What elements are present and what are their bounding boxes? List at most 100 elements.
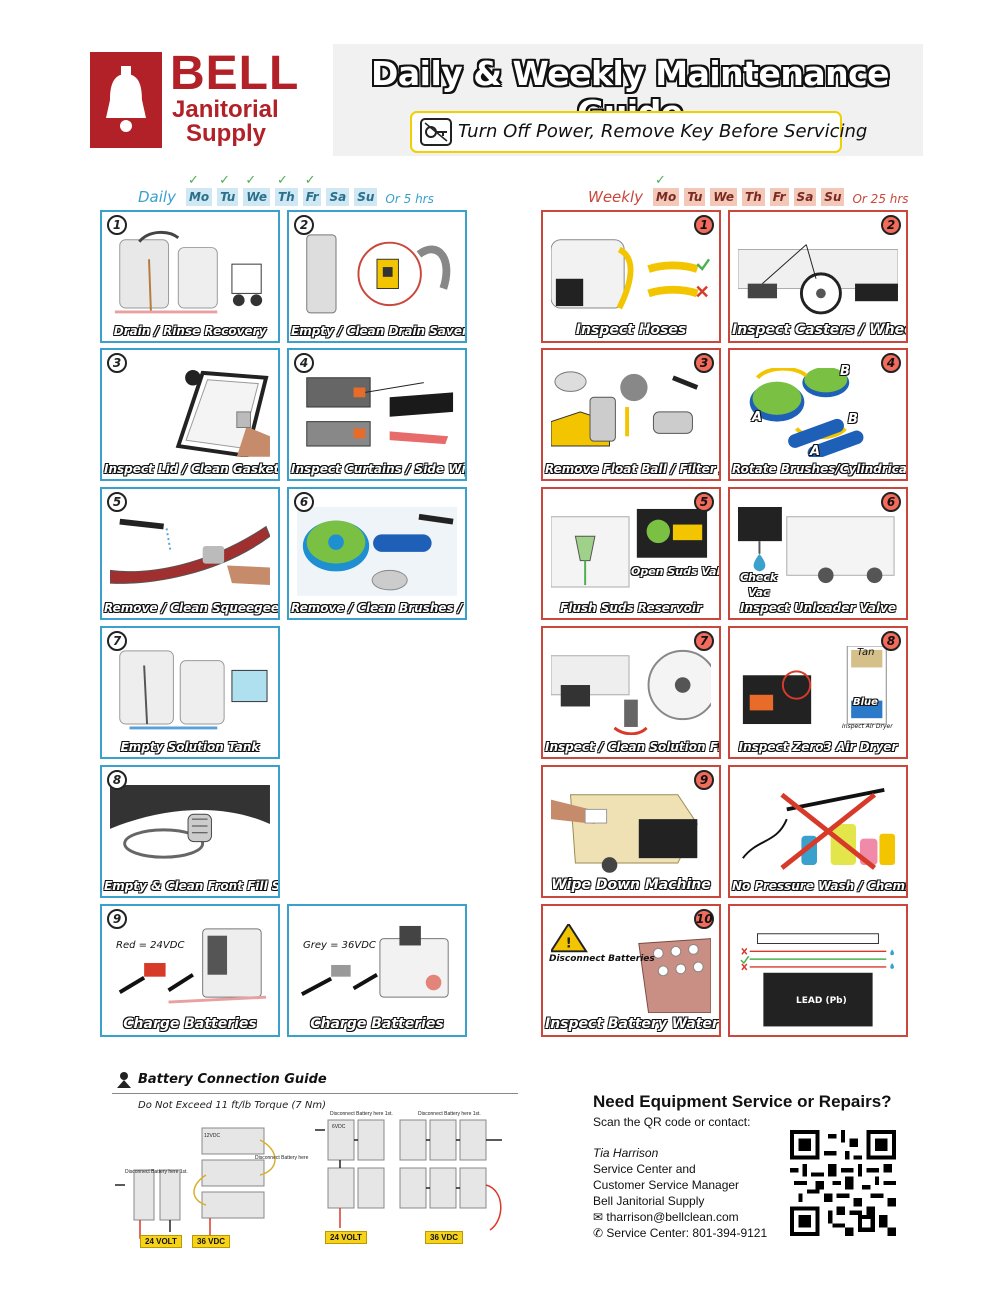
- daily-card-squeegee: 5 Remove / Clean Squeegee: [100, 487, 280, 620]
- weekly-day-sa: Sa: [793, 188, 817, 206]
- bell-icon: [106, 66, 146, 132]
- cylindrical-label-b: B: [848, 412, 858, 427]
- step-number: 2: [881, 215, 901, 235]
- contact-company: Bell Janitorial Supply: [593, 1194, 705, 1208]
- daily-card-brushes-pads: 6 Remove / Clean Brushes / Pads: [287, 487, 467, 620]
- solution-tank-illustration: [119, 650, 268, 730]
- card-caption: Remove / Clean Squeegee: [104, 601, 280, 615]
- charge-24v-illustration: [118, 928, 267, 1004]
- contact-phone-row[interactable]: ✆ Service Center: 801-394-9121: [593, 1225, 767, 1241]
- step-number: 5: [107, 492, 127, 512]
- contact-role-2: Customer Service Manager: [593, 1178, 740, 1192]
- mail-icon: ✉: [593, 1210, 607, 1224]
- card-caption: Empty & Clean Front Fill Screen: [104, 879, 280, 893]
- weekly-label: Weekly: [588, 188, 644, 206]
- daily-day-th: ✓Th: [274, 173, 298, 206]
- card-caption: Inspect Curtains / Side Wipers: [291, 462, 466, 476]
- contact-phone[interactable]: Service Center: 801-394-9121: [606, 1226, 768, 1240]
- daily-label: Daily: [138, 188, 176, 206]
- daily-card-solution-tank: 7 Empty Solution Tank: [100, 626, 280, 759]
- daily-day-su: Su: [354, 188, 378, 206]
- check-icon: ✓: [304, 173, 316, 188]
- card-caption: Inspect Battery Water Level: [545, 1016, 719, 1032]
- key-power-icon: [420, 118, 452, 146]
- contact-email-row[interactable]: ✉ tharrison@bellclean.com: [593, 1209, 767, 1225]
- weekly-day-mo: ✓Mo: [653, 173, 680, 206]
- unloader-valve-illustration: [738, 507, 895, 584]
- brushes-pads-illustration: [297, 507, 457, 596]
- step-number: 1: [694, 215, 714, 235]
- battery-12vdc-label: 12VDC: [204, 1133, 221, 1139]
- battery-wiring-diagram: [115, 1119, 502, 1239]
- battery-guide-title: Battery Connection Guide: [138, 1072, 327, 1087]
- logo-word-janitorial-supply: Janitorial Supply: [172, 96, 279, 147]
- step-number: 4: [881, 353, 901, 373]
- check-icon: ✓: [245, 173, 257, 188]
- step-number: 6: [294, 492, 314, 512]
- battery-guide-rule: [112, 1093, 518, 1094]
- air-dryer-illustration: [742, 646, 887, 725]
- weekly-card-air-dryer: 8 Tan Blue Inspect Air Dryer Inspect Zer…: [728, 626, 908, 759]
- torque-wrench-icon: [117, 1072, 131, 1088]
- weekly-schedule: Weekly ✓Mo Tu We Th Fr Sa Su Or 25 hrs: [588, 173, 909, 206]
- weekly-card-float-ball: 3 Remove Float Ball / Filter / Screen: [541, 348, 721, 481]
- step-number: 1: [107, 215, 127, 235]
- weekly-card-battery-level-diagram: LEAD (Pb): [728, 904, 908, 1037]
- card-caption: Inspect Lid / Clean Gasket: [104, 462, 280, 476]
- card-caption: Charge Batteries: [123, 1016, 257, 1032]
- card-caption: Drain / Rinse Recovery: [113, 324, 267, 338]
- curtains-wipers-illustration: [306, 377, 454, 447]
- step-number: 7: [694, 631, 714, 651]
- daily-card-front-fill-screen: 8 Empty & Clean Front Fill Screen: [100, 765, 280, 898]
- contact-email[interactable]: tharrison@bellclean.com: [606, 1210, 739, 1224]
- logo-mark: [90, 52, 162, 148]
- daily-card-drain-saver: 2 Empty / Clean Drain Saver: [287, 210, 467, 343]
- weekly-note: Or 25 hrs: [852, 192, 909, 206]
- weekly-card-casters-wheels: 2 Inspect Casters / Wheels: [728, 210, 908, 343]
- battery-6vdc-label: 6VDC: [332, 1124, 346, 1130]
- weekly-day-we: We: [710, 188, 738, 206]
- daily-card-drain-rinse: 1 Drain / Rinse Recovery: [100, 210, 280, 343]
- contact-subheading: Scan the QR code or contact:: [593, 1115, 751, 1129]
- volt-label-24v-a: 24 VOLT: [140, 1235, 182, 1248]
- qr-code[interactable]: [790, 1130, 896, 1236]
- daily-card-lid-gasket: 3 Inspect Lid / Clean Gasket: [100, 348, 280, 481]
- step-number: 4: [294, 353, 314, 373]
- step-number: 2: [294, 215, 314, 235]
- card-caption: Remove / Clean Brushes / Pads: [291, 601, 465, 615]
- volt-label-36v-a: 36 VDC: [192, 1235, 231, 1248]
- rotate-brushes-illustration: [749, 368, 864, 457]
- casters-wheels-illustration: [738, 244, 898, 315]
- check-icon: ✓: [219, 173, 231, 188]
- brush-label-a: A: [752, 410, 763, 425]
- check-icon: ✓: [187, 173, 199, 188]
- logo-word-bell: BELL: [170, 47, 300, 100]
- weekly-card-solution-filter: 7 Inspect / Clean Solution Filter: [541, 626, 721, 759]
- daily-card-curtains-wipers: 4 Inspect Curtains / Side Wipers: [287, 348, 467, 481]
- card-caption: Inspect Casters / Wheels: [732, 322, 908, 338]
- daily-note: Or 5 hrs: [385, 192, 434, 206]
- daily-day-sa: Sa: [326, 188, 350, 206]
- card-caption: Remove Float Ball / Filter / Screen: [545, 462, 719, 476]
- step-number: 3: [694, 353, 714, 373]
- disconnect-note-4: Disconnect Battery here: [255, 1155, 309, 1161]
- daily-card-charge-24v: 9 Red = 24VDC Charge Batteries: [100, 904, 280, 1037]
- hoses-illustration: [551, 239, 711, 310]
- card-caption: Inspect Unloader Valve: [740, 601, 896, 615]
- cylindrical-label-a: A: [810, 444, 821, 459]
- card-caption: Rotate Brushes/Cylindricals: [732, 462, 908, 476]
- solution-filter-illustration: [551, 649, 711, 735]
- contact-role-1: Service Center and: [593, 1162, 696, 1176]
- squeegee-illustration: [110, 518, 270, 586]
- contact-details: Tia Harrison Service Center and Customer…: [593, 1145, 767, 1241]
- contact-heading: Need Equipment Service or Repairs?: [593, 1092, 892, 1111]
- daily-day-mo: ✓Mo: [185, 173, 213, 206]
- warning-text: Turn Off Power, Remove Key Before Servic…: [458, 121, 868, 142]
- disconnect-note-2: Disconnect Battery here 1st.: [330, 1111, 393, 1117]
- check-vac-label-1: Check: [740, 571, 778, 584]
- air-dryer-tan-label: Tan: [857, 647, 875, 658]
- air-dryer-blue-label: Blue: [853, 697, 878, 708]
- step-number: 3: [107, 353, 127, 373]
- check-vac-label-2: Vac: [748, 586, 770, 599]
- daily-day-fr: ✓Fr: [302, 173, 322, 206]
